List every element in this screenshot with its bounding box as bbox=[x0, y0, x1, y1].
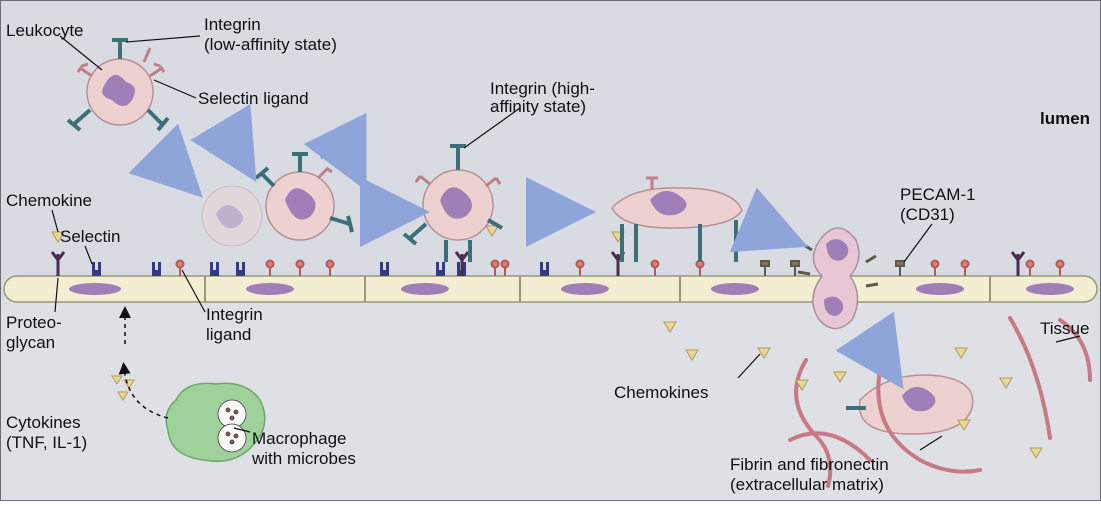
label-macrophage-2: with microbes bbox=[251, 449, 356, 468]
label-fibrin-1: Fibrin and fibronectin bbox=[730, 455, 889, 474]
endothelium-layer bbox=[4, 276, 1097, 302]
label-integrin-low-1: Integrin bbox=[204, 15, 261, 34]
label-pecam-2: (CD31) bbox=[900, 205, 955, 224]
label-integrin-low-2: (low-affinity state) bbox=[204, 35, 337, 54]
label-lumen: lumen bbox=[1040, 109, 1090, 128]
label-integrin-ligand-2: ligand bbox=[206, 325, 251, 344]
label-fibrin-2: (extracellular matrix) bbox=[730, 475, 884, 494]
label-proteoglycan-2: glycan bbox=[6, 333, 55, 352]
label-cytokines-2: (TNF, IL-1) bbox=[6, 433, 87, 452]
label-pecam-1: PECAM-1 bbox=[900, 185, 976, 204]
label-selectin: Selectin bbox=[60, 227, 120, 246]
label-selectin-ligand: Selectin ligand bbox=[198, 89, 309, 108]
label-chemokines: Chemokines bbox=[614, 383, 709, 402]
label-leukocyte: Leukocyte bbox=[6, 21, 84, 40]
label-cytokines-1: Cytokines bbox=[6, 413, 81, 432]
label-proteoglycan-1: Proteo- bbox=[6, 313, 62, 332]
label-macrophage-1: Macrophage bbox=[252, 429, 347, 448]
label-integrin-ligand-1: Integrin bbox=[206, 305, 263, 324]
leukocyte-rolling-ghost bbox=[202, 186, 262, 246]
label-integrin-high-1: Integrin (high- bbox=[490, 79, 595, 98]
label-integrin-high-2: affinity state) bbox=[490, 97, 586, 116]
label-tissue: Tissue bbox=[1040, 319, 1089, 338]
label-chemokine: Chemokine bbox=[6, 191, 92, 210]
